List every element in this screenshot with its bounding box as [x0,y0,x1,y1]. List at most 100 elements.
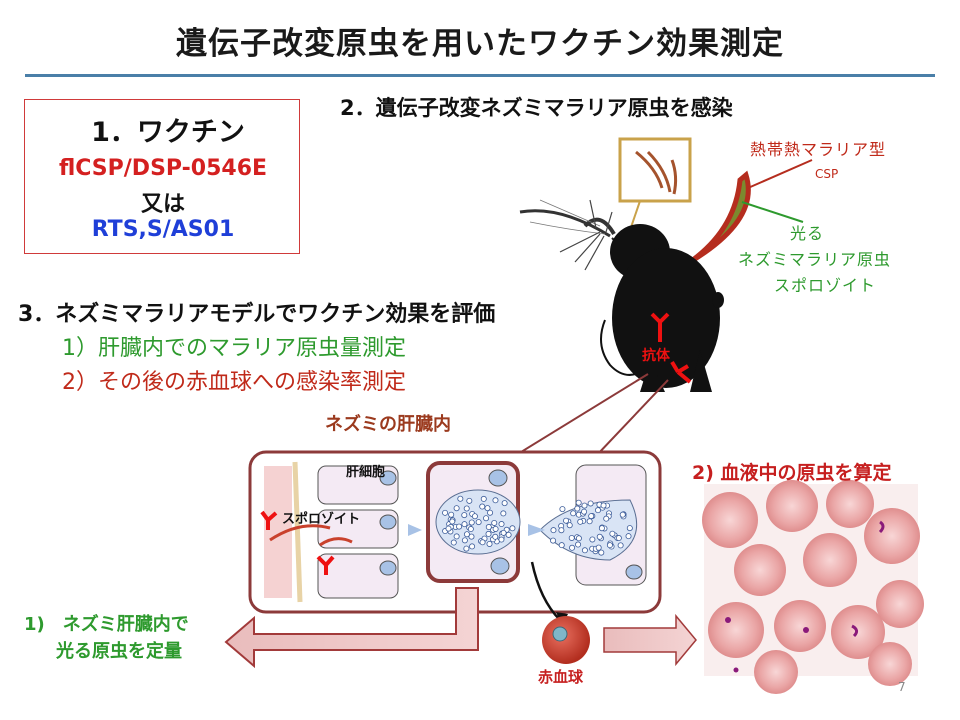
parasite-dot [450,519,455,524]
parasite-dot [493,498,498,503]
parasite-dot [559,543,564,548]
parasite-dot [499,537,504,542]
parasite-dot [502,501,507,506]
parasite-dot [464,546,469,551]
parasite-dot [599,526,604,531]
parasite-dot [487,510,492,515]
parasite-dot [550,538,555,543]
parasite-dot [618,543,623,548]
parasite-dot [589,513,594,518]
parasite-dot [627,525,632,530]
parasite-dot [499,521,504,526]
parasite-dot [486,531,491,536]
label-result1-line2: 光る原虫を定量 [56,637,182,663]
parasite-dot [601,503,606,508]
parasite-dot [563,518,568,523]
parasite-dot [582,548,587,553]
parasite-dot [480,504,485,509]
step3-item-blood: 2）その後の赤血球への感染率測定 [62,364,406,396]
parasite-dot [462,538,467,543]
parasite-dot [569,535,574,540]
label-csp: CSP [815,167,838,181]
mosquito-illustration [520,200,618,270]
page-title: 遺伝子改変原虫を用いたワクチン効果測定 [0,18,960,63]
parasite-dot [582,503,587,508]
vaccine-heading: 1．ワクチン [25,110,301,149]
parasite-dot [446,526,451,531]
vaccine-box: 1．ワクチン flCSP/DSP-0546E 又は RTS,S/AS01 [24,99,300,254]
parasite-dot [492,520,497,525]
blood-count-arrow [604,616,696,664]
parasite-dot [467,498,472,503]
parasite-dot [604,516,609,521]
vaccine-or: 又は [25,186,301,218]
zoom-line-right [596,380,668,456]
sporozoite-zoom-box [620,139,690,236]
parasite-dot [456,524,461,529]
parasite-dot [595,508,600,513]
parasite-dot [590,537,595,542]
parasite-dot [451,540,456,545]
parasite-dot [469,520,474,525]
parasite-dot [575,542,580,547]
parasite-dot [597,534,602,539]
parasite-dot [469,544,474,549]
label-liver-inside: ネズミの肝臓内 [325,410,451,436]
parasite-dot [587,519,592,524]
parasite-dot [480,540,485,545]
zoom-line-left [508,374,648,460]
parasite-dot [571,511,576,516]
page-number: 7 [898,680,906,694]
parasite-dot [501,530,506,535]
label-glowing: 光る [790,220,824,244]
blood-smear-image [702,480,924,694]
parasite-dot [559,528,564,533]
title-divider [25,74,935,77]
parasite-dot [576,536,581,541]
label-plasmodium-type: 熱帯熱マラリア型 [750,136,886,160]
label-mouse-plasmodium: ネズミマラリア原虫 [738,246,891,270]
label-sporozoite: スポロゾイト [282,508,360,527]
parasite-dot [462,512,467,517]
label-hepatocyte: 肝細胞 [346,461,385,480]
parasite-dot [607,543,612,548]
parasite-dot [493,526,498,531]
parasite-dot [596,545,601,550]
parasite-dot [610,531,615,536]
parasite-dot [468,526,473,531]
parasite-dot [501,511,506,516]
parasite-dot [616,535,621,540]
parasite-dot [620,512,625,517]
parasite-dot [576,500,581,505]
parasite-dot [581,509,586,514]
parasite-dot [510,526,515,531]
parasite-dot [575,506,580,511]
parasite-dot [454,534,459,539]
parasite-dot [462,522,467,527]
parasite-dot [458,496,463,501]
parasite-dot [560,507,565,512]
parasite-dot [493,534,498,539]
parasite-dot [472,514,477,519]
step2-heading: 2．遺伝子改変ネズミマラリア原虫を感染 [340,92,733,122]
vaccine-rtss: RTS,S/AS01 [25,217,301,242]
label-red-blood-cell: 赤血球 [538,666,583,687]
parasite-dot [483,516,488,521]
parasite-dot [487,541,492,546]
parasite-dot [476,519,481,524]
parasite-dot [464,532,469,537]
label-sporozoite-green: スポロゾイト [774,272,876,296]
parasite-dot [569,545,574,550]
step3-heading: 3．ネズミマラリアモデルでワクチン効果を評価 [18,296,495,328]
red-blood-cell-icon [542,616,590,664]
parasite-dot [599,550,604,555]
step3-item-liver: 1）肝臓内でのマラリア原虫量測定 [62,330,406,362]
parasite-dot [454,506,459,511]
label-antibody: 抗体 [642,345,670,365]
parasite-dot [442,510,447,515]
parasite-dot [578,519,583,524]
parasite-dot [464,506,469,511]
label-blood-count: 2) 血液中の原虫を算定 [692,458,892,485]
parasite-dot [551,528,556,533]
parasite-dot [567,523,572,528]
